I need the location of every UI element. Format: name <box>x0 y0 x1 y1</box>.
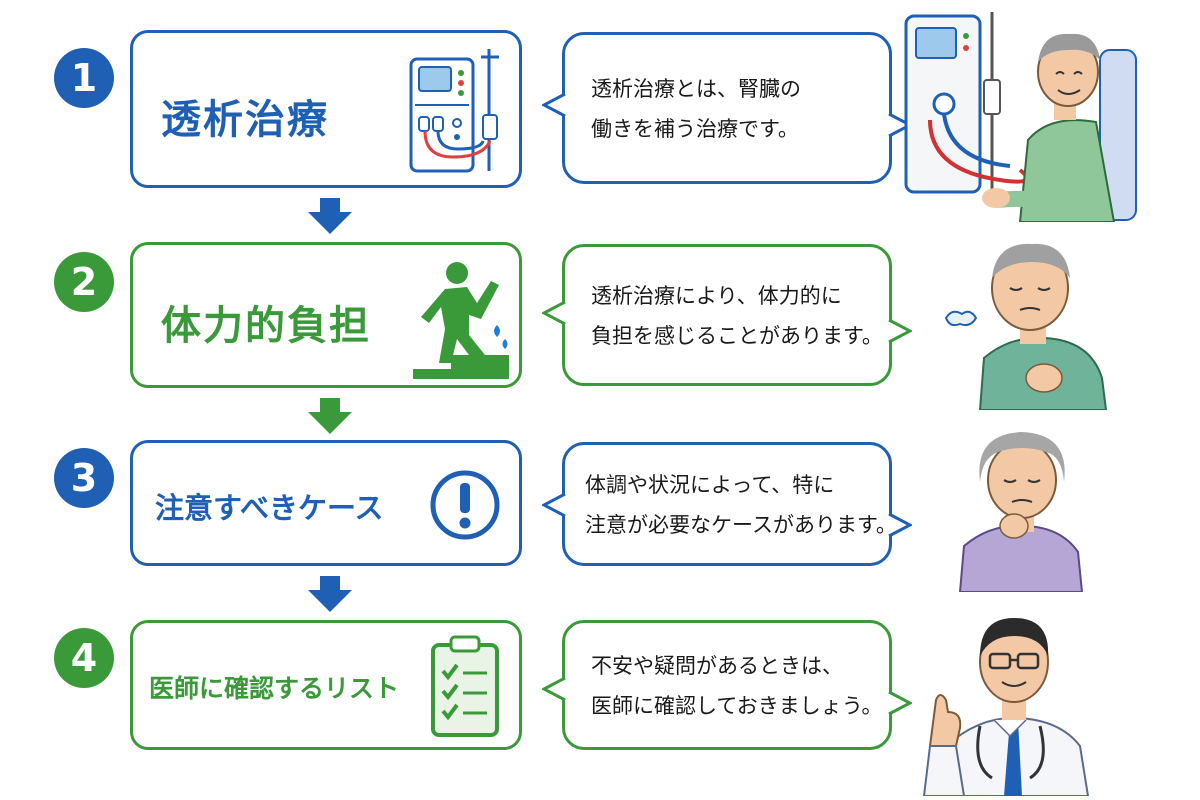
speech-bubble: 体調や状況によって、特に 注意が必要なケースがあります。 <box>562 442 897 566</box>
bubble-text-line: 負担を感じることがあります。 <box>591 324 883 348</box>
person-climbing-stairs-icon <box>413 262 509 379</box>
worried-elderly-woman-illustration <box>958 432 1084 592</box>
step-card: 体力的負担 <box>130 242 522 388</box>
speech-bubble: 不安や疑問があるときは、 医師に確認しておきましょう。 <box>562 620 892 750</box>
patient-on-dialysis-illustration <box>904 12 1137 222</box>
down-arrow-icon <box>308 398 352 434</box>
bubble-text-line: 透析治療により、体力的に <box>591 284 842 308</box>
step-card: 医師に確認するリスト <box>130 620 522 750</box>
step-number-badge: 1 <box>54 48 114 108</box>
down-arrow-icon <box>308 576 352 612</box>
step-number-badge: 4 <box>54 628 114 688</box>
step-number-badge: 3 <box>54 448 114 508</box>
bubble-text-line: 透析治療とは、腎臓の <box>591 77 801 101</box>
step-number-badge: 2 <box>54 252 114 312</box>
bubble-text-line: 注意が必要なケースがあります。 <box>585 513 897 537</box>
step-title: 注意すべきケース <box>155 491 384 525</box>
step-card: 透析治療 <box>130 30 522 188</box>
bubble-tail-left <box>542 676 566 702</box>
bubble-tail-right <box>888 690 912 716</box>
bubble-text-line: 医師に確認しておきましょう。 <box>591 694 883 718</box>
step-title: 透析治療 <box>161 97 329 143</box>
step-card: 注意すべきケース <box>130 440 522 566</box>
bubble-tail-left <box>542 492 566 518</box>
speech-bubble: 透析治療とは、腎臓の 働きを補う治療です。 <box>562 32 892 184</box>
bubble-tail-right <box>888 318 912 344</box>
step-title: 医師に確認するリスト <box>149 674 400 703</box>
doctor-pointing-illustration <box>922 618 1090 796</box>
down-arrow-icon <box>308 198 352 234</box>
dialysis-machine-icon <box>409 49 499 173</box>
bubble-text-line: 体調や状況によって、特に <box>585 473 835 497</box>
bubble-text-line: 働きを補う治療です。 <box>591 117 799 141</box>
exclamation-circle-icon <box>430 470 500 540</box>
bubble-text-line: 不安や疑問があるときは、 <box>591 654 843 678</box>
bubble-tail-left <box>542 92 566 118</box>
bubble-tail-right <box>888 512 912 538</box>
speech-bubble: 透析治療により、体力的に 負担を感じることがあります。 <box>562 244 892 386</box>
bubble-tail-left <box>542 300 566 326</box>
step-title: 体力的負担 <box>161 303 371 349</box>
checklist-clipboard-icon <box>431 635 499 737</box>
tired-elderly-man-illustration <box>944 243 1108 410</box>
